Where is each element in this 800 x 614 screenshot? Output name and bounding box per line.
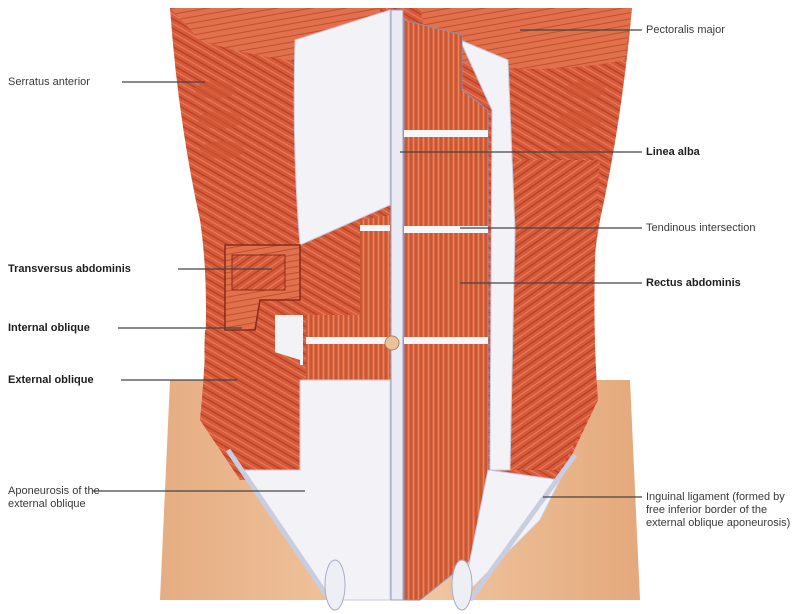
label-internal-oblique: Internal oblique [8, 322, 90, 334]
label-tendinous-intersection: Tendinous intersection [646, 222, 756, 234]
label-pectoralis-major: Pectoralis major [646, 24, 725, 36]
label-rectus-abdominis: Rectus abdominis [646, 277, 741, 289]
label-external-oblique: External oblique [8, 374, 94, 386]
label-transversus-abdominis: Transversus abdominis [8, 263, 131, 275]
label-linea-alba: Linea alba [646, 146, 700, 158]
label-aponeurosis-external-oblique: Aponeurosis of the external oblique [8, 485, 100, 510]
label-inguinal-ligament: Inguinal ligament (formed by free inferi… [646, 491, 791, 529]
label-serratus-anterior: Serratus anterior [8, 76, 90, 88]
